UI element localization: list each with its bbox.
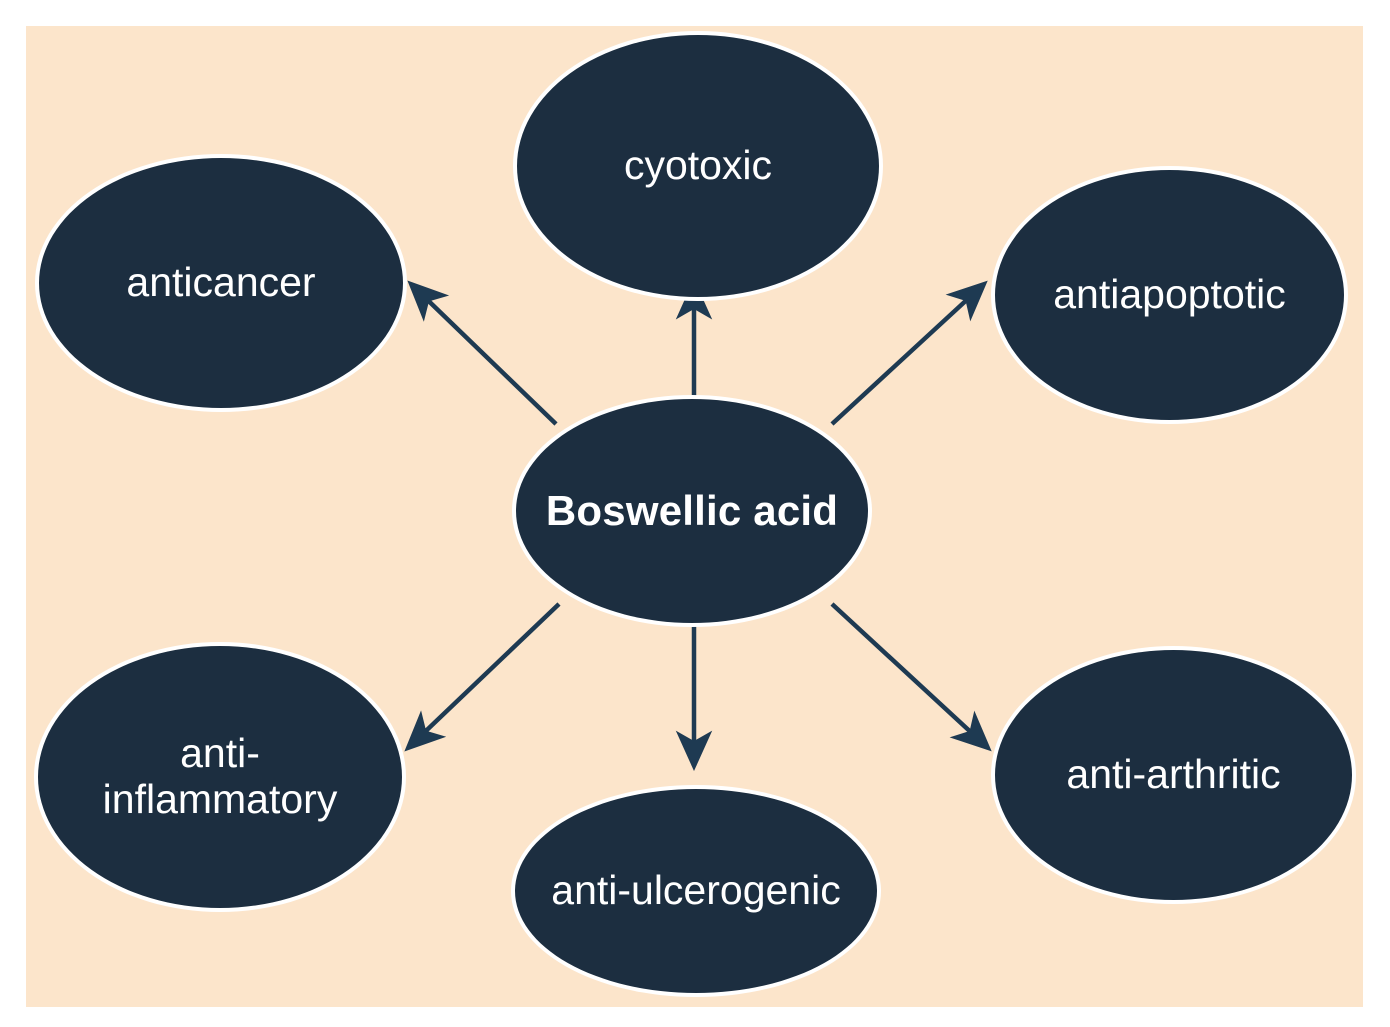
node-anti-arthritic[interactable]: anti-arthritic — [991, 646, 1356, 904]
node-antiapoptotic-label: antiapoptotic — [1053, 271, 1286, 318]
node-boswellic-acid-label: Boswellic acid — [545, 487, 839, 535]
node-anti-ulcerogenic[interactable]: anti-ulcerogenic — [511, 785, 881, 997]
node-anti-inflammatory-label: anti- inflammatory — [102, 730, 338, 822]
node-anticancer[interactable]: anticancer — [35, 154, 407, 412]
node-antiapoptotic[interactable]: antiapoptotic — [991, 166, 1348, 424]
edge-center-anticancer — [407, 280, 558, 426]
node-anti-ulcerogenic-label: anti-ulcerogenic — [551, 867, 841, 914]
edge-center-antiapoptotic — [830, 280, 988, 426]
node-anticancer-label: anticancer — [126, 259, 316, 306]
node-anti-arthritic-label: anti-arthritic — [1066, 751, 1281, 798]
edge-center-anti-arthritic — [830, 602, 992, 752]
node-boswellic-acid[interactable]: Boswellic acid — [512, 395, 872, 627]
node-cyotoxic-label: cyotoxic — [623, 142, 773, 189]
connector-layer — [404, 278, 992, 772]
node-cyotoxic[interactable]: cyotoxic — [513, 31, 883, 301]
diagram-canvas: anticancer cyotoxic antiapoptotic anti- … — [26, 26, 1363, 1007]
node-anti-inflammatory[interactable]: anti- inflammatory — [34, 642, 406, 912]
edge-center-anti-inflammatory — [404, 602, 561, 752]
